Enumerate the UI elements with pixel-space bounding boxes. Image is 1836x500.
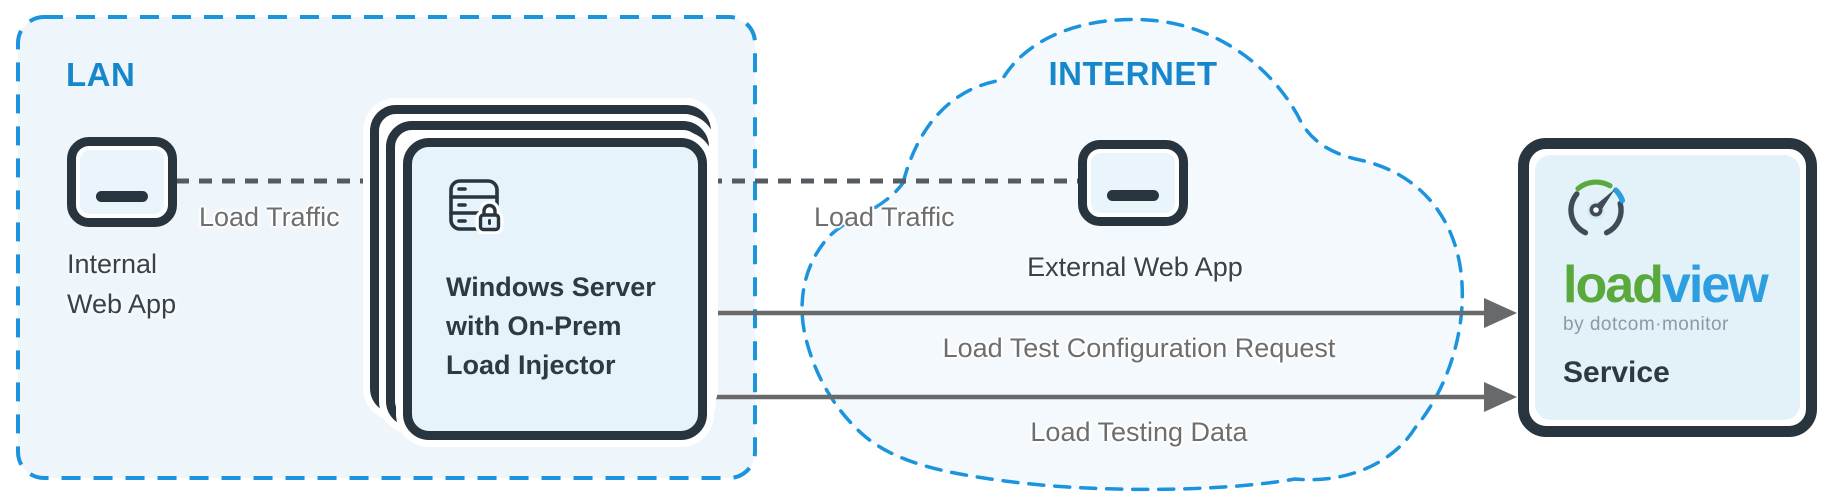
load-traffic-label-lan: Load Traffic [199,202,340,232]
loadview-logo-view: view [1661,256,1769,314]
solid-arrows [709,298,1517,412]
loadview-logo: loadview [1563,259,1800,311]
loadview-byline: by dotcom·monitor [1563,314,1729,335]
testing-data-label: Load Testing Data [1030,417,1248,447]
config-request-arrowhead-icon [1484,298,1517,328]
monitor-screen-shape [1091,153,1175,213]
load-injector-label: Windows Server with On-Prem Load Injecto… [446,272,656,380]
internet-cloud-boundary [800,17,1465,492]
stacked-card-front: Windows Server with On-Prem Load Injecto… [403,138,707,440]
load-injector-node: Windows Server with On-Prem Load Injecto… [370,105,711,440]
testing-data-arrowhead-icon [1484,382,1517,412]
speedometer-gauge-icon [1568,179,1626,236]
server-lock-icon [449,179,504,235]
loadview-logo-load: load [1563,256,1664,314]
internal-web-app-label: Internal Web App [67,249,177,319]
internal-web-app-icon [67,137,177,227]
lan-zone-title: LAN [66,56,136,93]
loadview-service-panel: loadview by dotcom·monitor Service [1535,155,1800,420]
monitor-bar-shape [1106,190,1160,201]
internet-zone-title: INTERNET [1048,55,1218,92]
external-web-app-icon [1078,140,1188,226]
loadview-service-node: loadview by dotcom·monitor Service [1518,138,1817,437]
config-request-label: Load Test Configuration Request [942,333,1336,363]
monitor-screen-shape [80,150,164,214]
service-node-label: Service [1563,356,1670,389]
external-web-app-label: External Web App [1027,252,1243,282]
load-traffic-label-internet: Load Traffic [814,202,955,232]
monitor-bar-shape [95,191,149,202]
